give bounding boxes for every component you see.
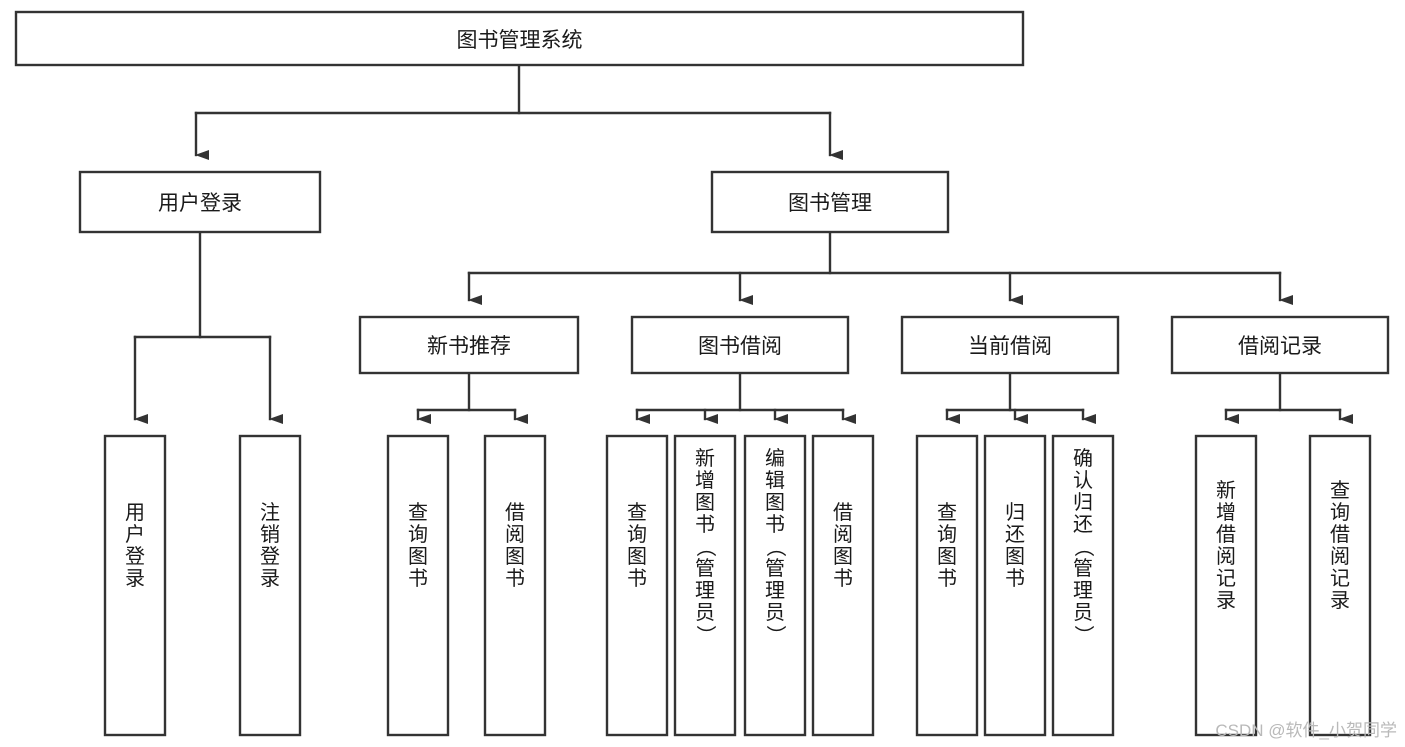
node-box-leaf[interactable] xyxy=(386,434,450,737)
edges-new-book-rec-to-leaves xyxy=(416,371,528,424)
node-box-leaf[interactable] xyxy=(605,434,669,737)
node-box-leaf[interactable] xyxy=(1194,434,1258,737)
node-box-borrowing-record[interactable] xyxy=(1170,315,1390,375)
edges-book-mgmt-to-level3 xyxy=(467,230,1293,305)
node-box-book-management[interactable] xyxy=(710,170,950,234)
node-box-leaf[interactable] xyxy=(1308,434,1372,737)
node-box-leaf[interactable] xyxy=(483,434,547,737)
edges-book-borrow-to-leaves xyxy=(635,371,856,424)
node-box-leaf[interactable] xyxy=(238,434,302,737)
node-box-root[interactable] xyxy=(14,10,1025,67)
node-box-leaf[interactable] xyxy=(983,434,1047,737)
node-box-leaf[interactable] xyxy=(1051,434,1115,737)
edges-root-to-level2 xyxy=(194,63,843,160)
node-box-leaf[interactable] xyxy=(673,434,737,737)
node-box-leaf[interactable] xyxy=(743,434,807,737)
edges-borrow-record-to-leaves xyxy=(1224,371,1353,424)
leaf-boxes-group xyxy=(103,434,1372,737)
node-box-leaf[interactable] xyxy=(915,434,979,737)
node-box-new-book-recommendation[interactable] xyxy=(358,315,580,375)
node-box-current-borrowing[interactable] xyxy=(900,315,1120,375)
node-box-user-login[interactable] xyxy=(78,170,322,234)
edges-user-login-to-leaves xyxy=(133,230,283,424)
node-box-book-borrowing[interactable] xyxy=(630,315,850,375)
node-box-leaf[interactable] xyxy=(811,434,875,737)
node-box-leaf[interactable] xyxy=(103,434,167,737)
edges-current-borrow-to-leaves xyxy=(945,371,1096,424)
